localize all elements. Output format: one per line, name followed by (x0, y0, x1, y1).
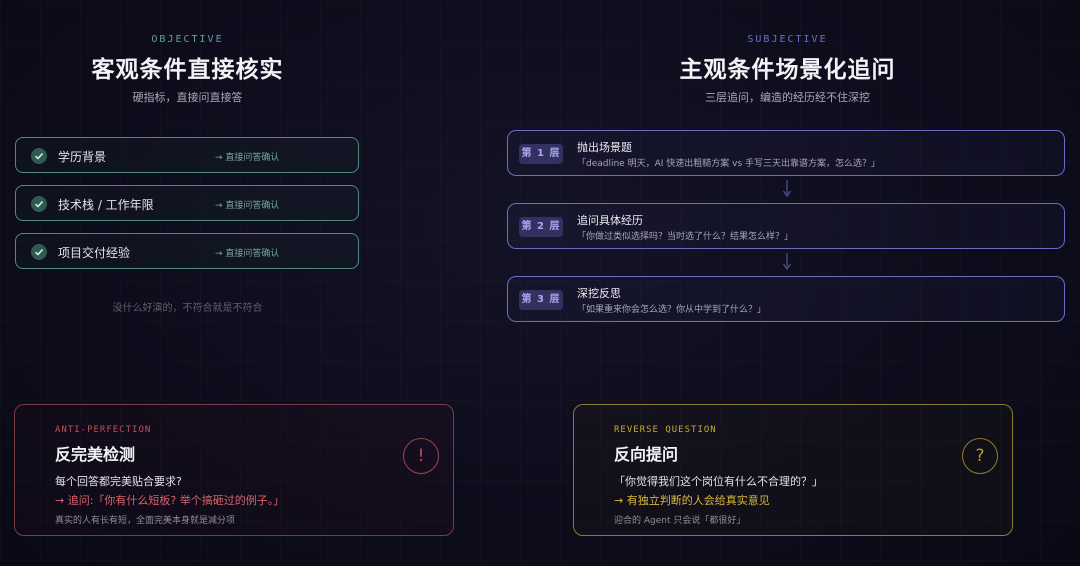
subjective-subtitle: 三层追问，编造的经历经不住深挖 (705, 91, 870, 104)
layer-desc: 「你做过类似选择吗？当时选了什么？结果怎么样？」 (577, 232, 794, 242)
objective-item-hint: → 直接问答确认 (215, 201, 280, 211)
layer-badge: 第 1 层 (519, 144, 563, 164)
check-icon (31, 196, 47, 212)
layer-title: 抛出场景题 (577, 141, 632, 154)
exclamation-icon: ! (403, 438, 439, 474)
reverse-question-title: 反向提问 (614, 445, 679, 464)
objective-kicker: OBJECTIVE (151, 34, 224, 45)
arrow-down-icon (783, 253, 791, 271)
objective-item-education: 学历背景 → 直接问答确认 (15, 137, 359, 173)
anti-perfection-follow-up: → 追问:「你有什么短板? 举个搞砸过的例子。」 (55, 494, 285, 507)
reverse-question-note: 迎合的 Agent 只会说「都很好」 (614, 516, 746, 526)
objective-item-label: 学历背景 (58, 150, 107, 164)
check-icon (31, 148, 47, 164)
check-icon (31, 244, 47, 260)
layer-badge: 第 3 层 (519, 290, 563, 310)
reverse-question-question: 「你觉得我们这个岗位有什么不合理的？」 (614, 475, 823, 488)
objective-item-hint: → 直接问答确认 (215, 249, 280, 259)
subjective-title: 主观条件场景化追问 (679, 57, 896, 83)
layer-desc: 「deadline 明天，AI 快速出粗糙方案 vs 手写三天出靠谱方案，怎么选… (577, 159, 880, 169)
layer-desc: 「如果重来你会怎么选？你从中学到了什么？」 (577, 305, 767, 315)
objective-footnote: 没什么好演的，不符合就是不符合 (112, 303, 263, 314)
arrow-down-icon (783, 180, 791, 198)
objective-item-label: 项目交付经验 (58, 246, 131, 260)
objective-subtitle: 硬指标，直接问直接答 (132, 91, 243, 104)
layer-title: 深挖反思 (577, 287, 621, 300)
objective-title: 客观条件直接核实 (91, 57, 284, 83)
layer-title: 追问具体经历 (577, 214, 643, 227)
anti-perfection-note: 真实的人有长有短，全面完美本身就是减分项 (55, 516, 236, 526)
anti-perfection-title: 反完美检测 (55, 445, 136, 464)
objective-item-delivery: 项目交付经验 → 直接问答确认 (15, 233, 359, 269)
reverse-question-kicker: REVERSE QUESTION (614, 425, 717, 435)
anti-perfection-card: ANTI-PERFECTION 反完美检测 每个回答都完美贴合要求? → 追问:… (14, 404, 454, 536)
layer-1: 第 1 层 抛出场景题 「deadline 明天，AI 快速出粗糙方案 vs 手… (507, 130, 1065, 176)
objective-item-hint: → 直接问答确认 (215, 153, 280, 163)
question-icon: ? (962, 438, 998, 474)
reverse-question-follow-up: → 有独立判断的人会给真实意见 (614, 494, 770, 507)
objective-item-techstack: 技术栈 / 工作年限 → 直接问答确认 (15, 185, 359, 221)
layer-3: 第 3 层 深挖反思 「如果重来你会怎么选？你从中学到了什么？」 (507, 276, 1065, 322)
reverse-question-card: REVERSE QUESTION 反向提问 「你觉得我们这个岗位有什么不合理的？… (573, 404, 1013, 536)
objective-item-label: 技术栈 / 工作年限 (58, 198, 154, 212)
layer-badge: 第 2 层 (519, 217, 563, 237)
anti-perfection-kicker: ANTI-PERFECTION (55, 425, 152, 435)
anti-perfection-question: 每个回答都完美贴合要求? (55, 475, 182, 488)
layer-2: 第 2 层 追问具体经历 「你做过类似选择吗？当时选了什么？结果怎么样？」 (507, 203, 1065, 249)
subjective-kicker: SUBJECTIVE (747, 34, 828, 45)
